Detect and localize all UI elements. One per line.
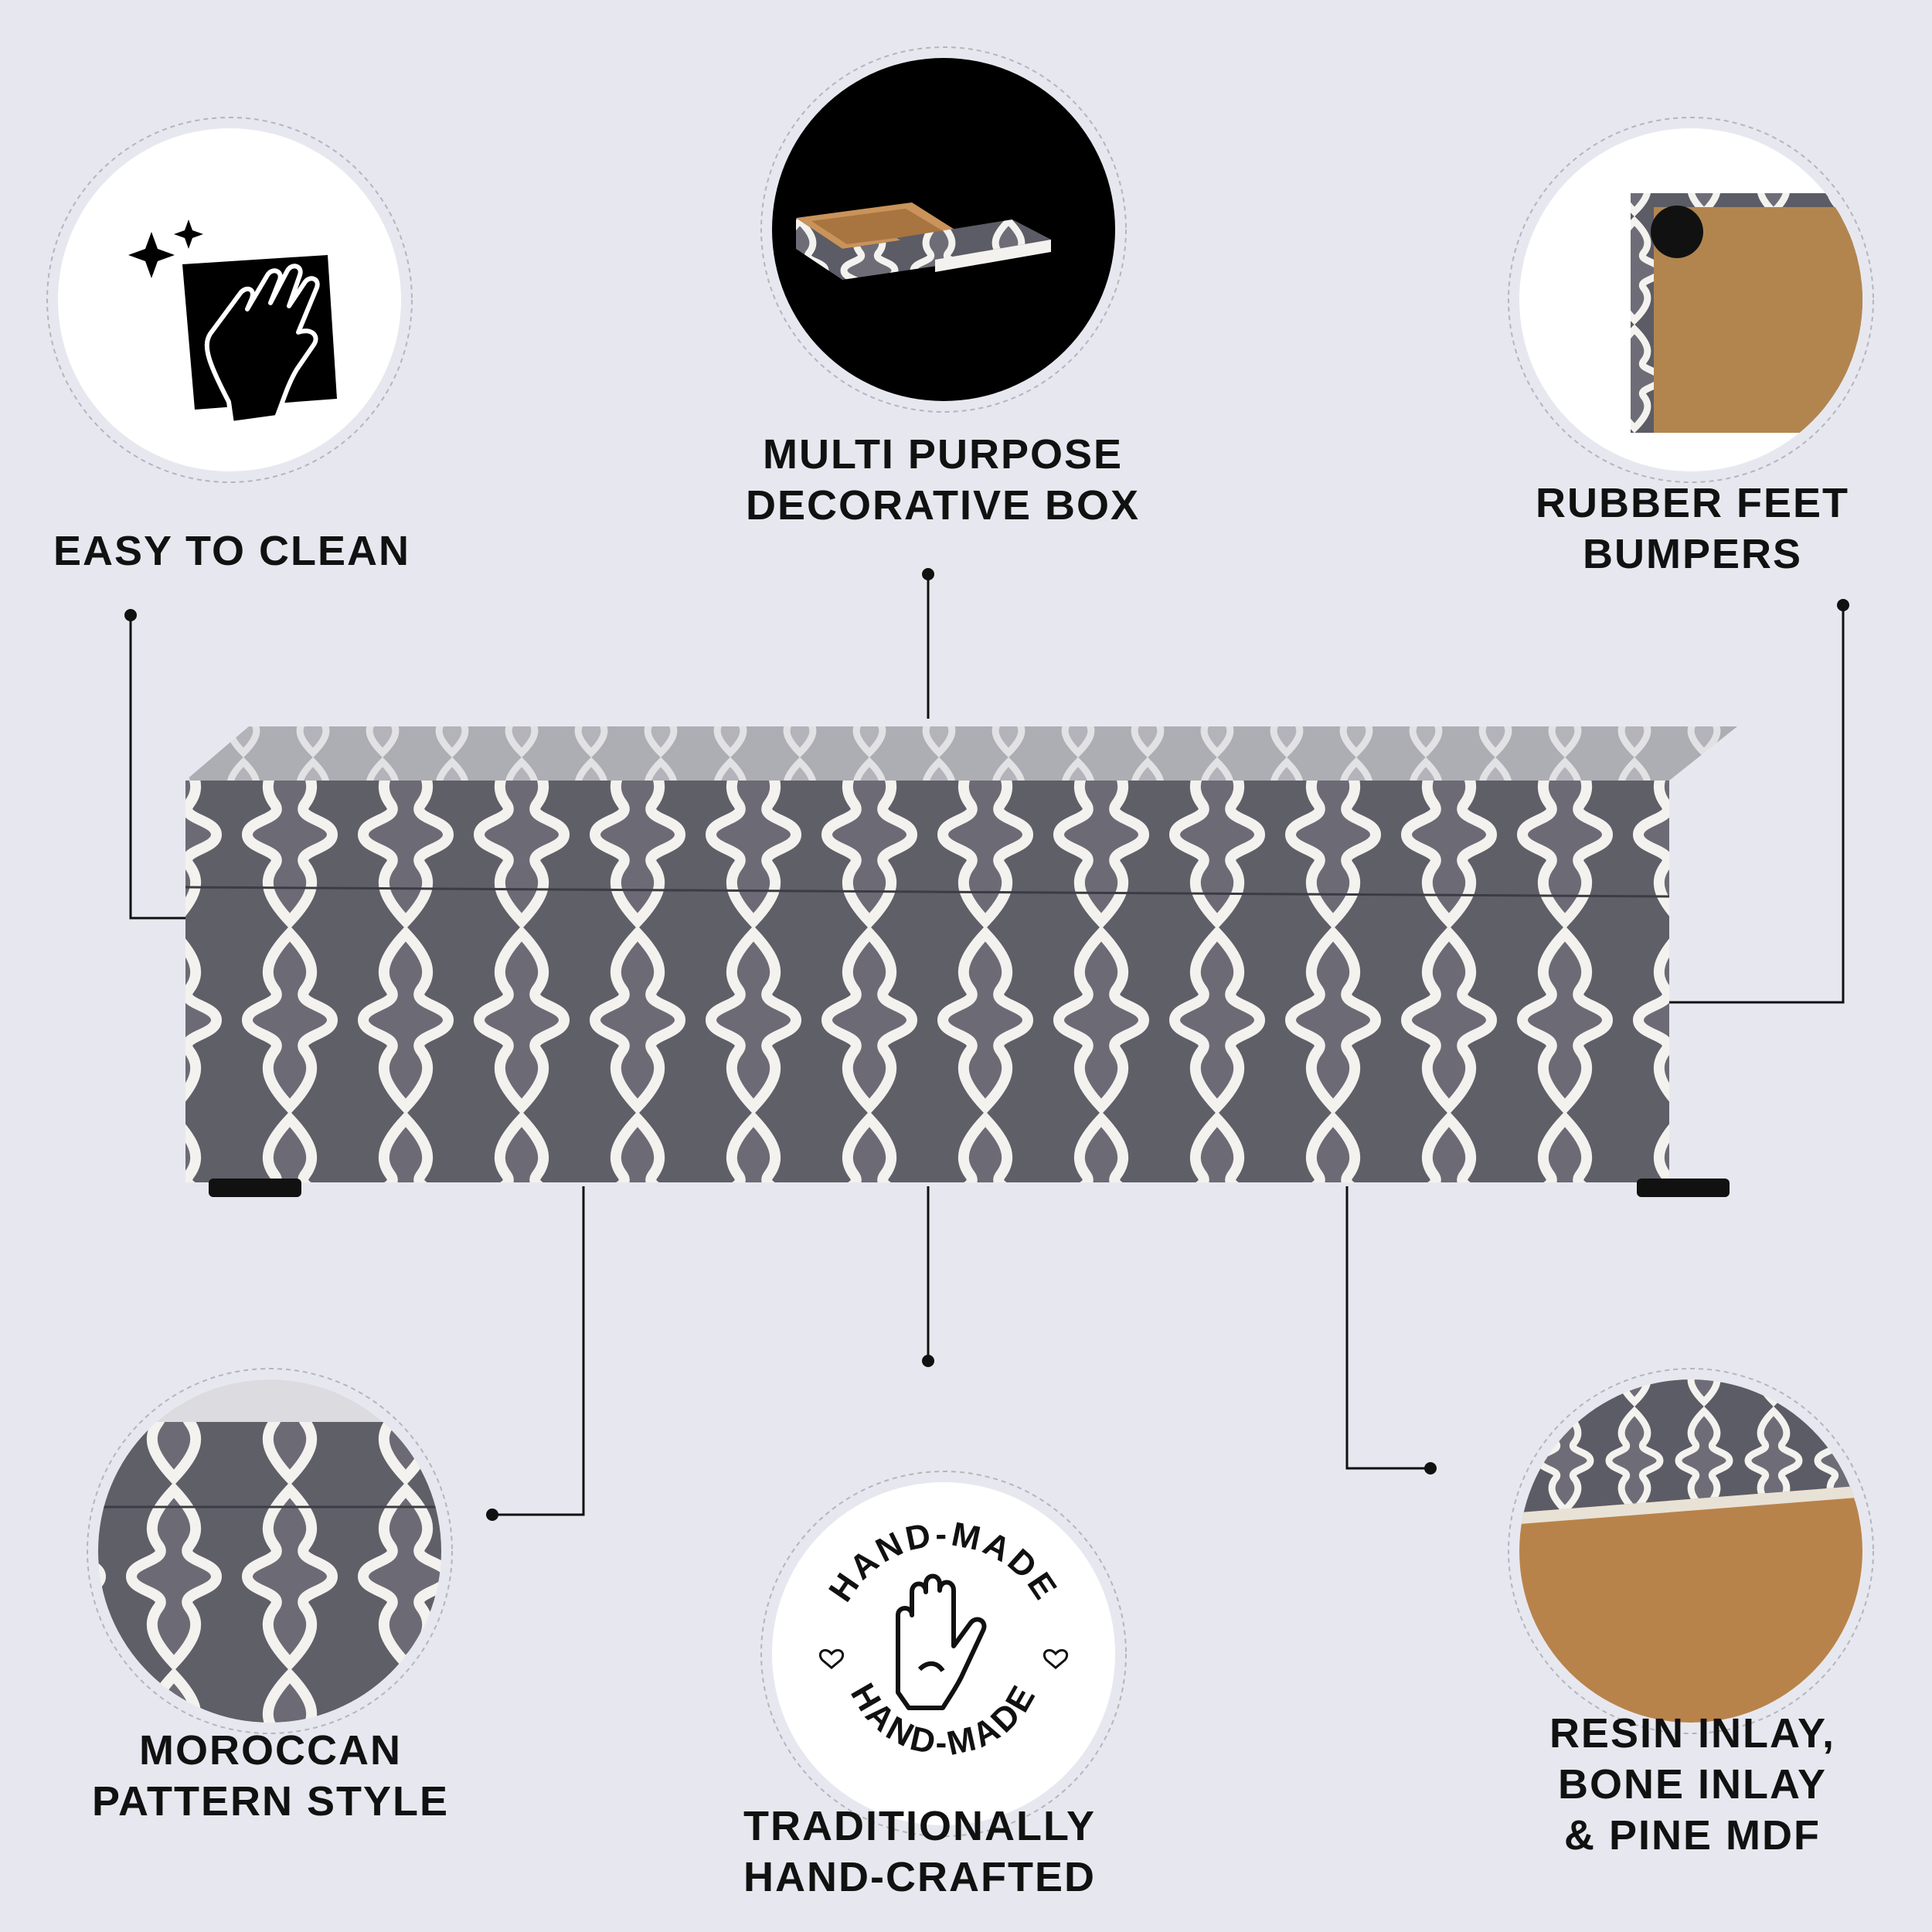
moroccan-line-1: MOROCCAN (139, 1727, 402, 1774)
product-box (185, 726, 1737, 1197)
materials-label: RESIN INLAY, BONE INLAY & PINE MDF (1476, 1708, 1909, 1861)
multi-purpose-photo (760, 46, 1127, 413)
rubber-feet-photo (1508, 117, 1874, 483)
heart-right-icon (1043, 1649, 1069, 1669)
hand-wipe-cloth-icon (128, 219, 337, 426)
materials-line-2: BONE INLAY (1557, 1761, 1828, 1808)
multi-purpose-line-2: DECORATIVE BOX (745, 482, 1141, 529)
materials-line-1: RESIN INLAY, (1549, 1710, 1836, 1757)
handcrafted-label: TRADITIONALLY HAND-CRAFTED (711, 1801, 1128, 1903)
rubber-feet-label: RUBBER FEET BUMPERS (1492, 478, 1893, 580)
easy-clean-badge (46, 117, 413, 483)
materials-photo (1508, 1368, 1874, 1734)
moroccan-label: MOROCCAN PATTERN STYLE (62, 1725, 479, 1827)
easy-clean-label: EASY TO CLEAN (31, 526, 433, 577)
rubber-feet-line-2: BUMPERS (1582, 531, 1803, 577)
callout-dots (124, 568, 1849, 1521)
handcrafted-line-2: HAND-CRAFTED (743, 1854, 1096, 1900)
moroccan-line-2: PATTERN STYLE (91, 1778, 449, 1825)
easy-clean-line-1: EASY TO CLEAN (53, 528, 411, 574)
handcrafted-line-1: TRADITIONALLY (743, 1803, 1096, 1849)
hand-made-badge: HAND-MADE HAND-MADE (760, 1471, 1127, 1837)
heart-left-icon (818, 1649, 845, 1669)
moroccan-pattern-photo (87, 1368, 453, 1734)
materials-line-3: & PINE MDF (1563, 1812, 1821, 1859)
multi-purpose-line-1: MULTI PURPOSE (762, 431, 1123, 478)
rubber-feet-line-1: RUBBER FEET (1535, 480, 1849, 526)
callout-lines (129, 574, 1845, 1516)
multi-purpose-label: MULTI PURPOSE DECORATIVE BOX (696, 429, 1190, 531)
raised-hand-icon (896, 1573, 987, 1710)
